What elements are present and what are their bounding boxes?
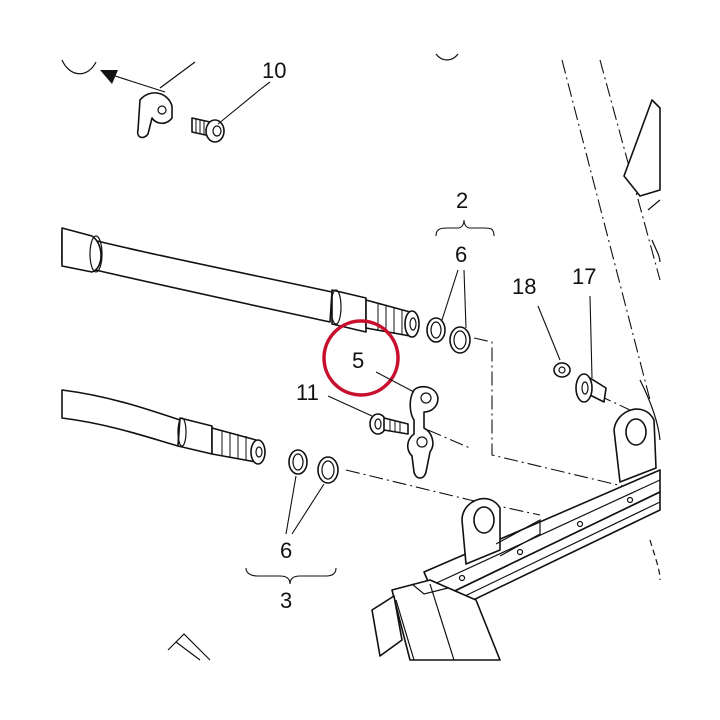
centerline-right-a [561,59,651,401]
bolt-10 [191,117,225,143]
callout-6-lower: 6 [280,538,292,563]
callout-2: 2 [456,188,468,213]
highlight-circle-5 [322,319,400,397]
partial-arc [61,59,97,75]
clip-top-hole [157,105,167,115]
clip-top [136,92,173,139]
clip-5-hole-top [420,392,432,404]
o-ring-lower-1 [288,449,308,475]
right-fragments [623,99,661,581]
bolt-10-head [205,119,225,143]
bottom-left-fragment [167,633,211,661]
clip-5-body [406,385,439,479]
leader-11 [327,395,373,417]
callout-17: 17 [572,264,596,289]
callout-3: 3 [280,588,292,613]
brace-2 [435,219,495,237]
hose-edge-line [159,61,196,89]
hose-lower-body [61,389,181,447]
rail-lug-lower-hole [473,506,495,534]
mounting-rail [423,408,661,617]
o-ring-upper-1 [426,317,446,343]
bolt-11 [369,413,409,435]
callout-11: 11 [296,380,319,405]
clip-5 [406,385,439,479]
leader-5 [375,371,415,393]
part-18-nut [553,362,571,378]
top-fragment [435,53,459,61]
o-rings-upper [426,317,471,354]
part-18-body [553,362,571,378]
leader-10 [217,81,271,125]
bolt-11-shank [383,417,409,435]
direction-arrow-line [111,74,166,93]
hose-upper-crimp [331,289,367,333]
centerline-clip [427,429,471,449]
callout-5: 5 [352,348,364,373]
brace-3 [245,567,337,585]
housing-block-body [391,579,501,661]
callout-6-upper: 6 [455,242,467,267]
leader-17 [589,295,593,379]
top-left-fragment [61,59,196,93]
centerline-lower [345,469,541,516]
hose-upper-end-fitting [61,227,102,273]
hose-lower-crimp [177,417,213,455]
part-17-grommet [575,373,607,403]
part-17-flange [575,373,593,403]
o-ring-upper-2 [449,326,471,354]
clip-top-body [136,92,173,139]
o-ring-lower-2 [317,456,339,484]
hose-lower-port [250,439,266,465]
hose-upper-port [404,310,420,338]
right-bracket-fragment [623,99,661,197]
callout-18: 18 [512,274,536,299]
housing-block-tab [371,595,403,657]
leader-6-upper-a [441,269,459,321]
callout-10: 10 [262,58,286,83]
centerline-upper [473,337,661,496]
hose-lower [61,389,266,465]
rail-lug-upper-hole [625,418,647,446]
o-rings-lower [288,449,339,484]
leader-6-lower-b [291,483,325,535]
leader-6-lower-a [285,475,297,535]
clip-5-hole-bottom [416,436,428,448]
center-lines [345,59,661,516]
direction-arrow-head [100,70,118,84]
housing-block [371,579,501,661]
hose-upper [61,227,420,338]
leader-18 [537,305,561,361]
hose-upper-body [61,231,333,323]
hose-lower-nut [211,427,257,463]
leader-6-upper-b [463,269,467,329]
